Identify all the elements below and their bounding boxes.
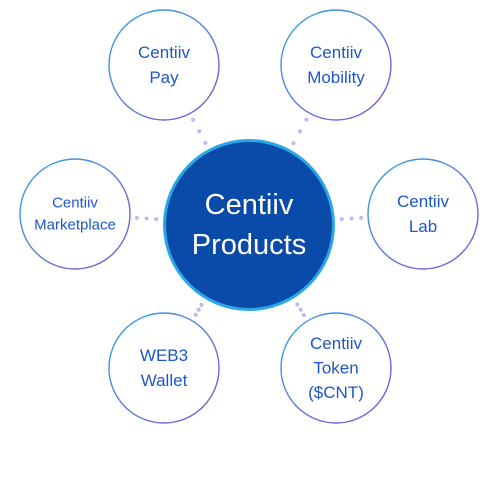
connector-dot [349,216,354,221]
connector-dot [196,307,201,312]
connector-dot [301,313,306,317]
hub-title-line: Products [192,229,306,261]
connector-dot [291,141,296,146]
connector-dot [154,217,159,222]
node-label-line: Centiiv [310,43,362,62]
connector-dot [193,312,198,317]
connector-dot [203,140,208,145]
connector-dot [191,117,196,122]
satellite-nodes: CentiivPayCentiivMobilityCentiivMarketpl… [19,9,479,424]
node-label-line: Lab [409,217,437,236]
connector-dots [134,117,364,317]
node-label-line: WEB3 [140,346,188,365]
connector-dot [295,302,300,307]
node-label-line: Mobility [307,68,365,87]
connector-dot [298,307,303,312]
node-label-line: Wallet [141,371,188,390]
node-label-line: Centiiv [52,195,98,212]
node-circle [108,9,220,121]
node-circle [280,9,392,121]
node-label-line: Pay [149,68,179,87]
node-label-line: Centiiv [310,334,362,353]
node-circle [280,312,392,424]
connector-dot [339,217,344,222]
connector-dot [199,302,204,307]
node-label-line: ($CNT) [308,383,364,402]
hub-circle [166,142,332,308]
connector-dot [359,215,364,220]
node-label-line: Marketplace [34,216,116,233]
connector-dot [134,215,139,220]
connector-dot [304,117,309,122]
node-label-line: Centiiv [138,43,190,62]
node-circle [367,158,479,270]
connector-dot [144,216,149,221]
node-circle [19,158,131,270]
hub-title-line: Centiiv [205,189,294,221]
connector-dot [297,129,302,134]
node-circle [108,312,220,424]
connector-dot [197,129,202,134]
node-label-line: Centiiv [397,192,449,211]
node-label-line: Token [313,359,358,378]
